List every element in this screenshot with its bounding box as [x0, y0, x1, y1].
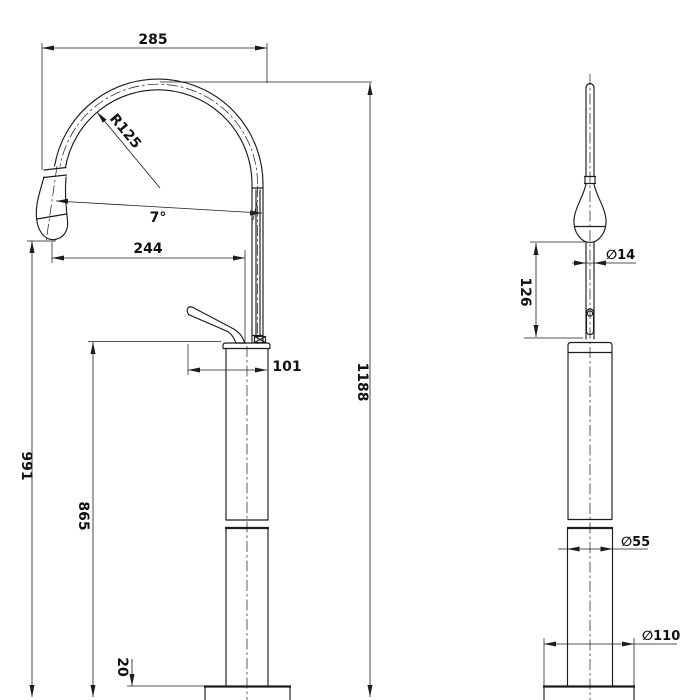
front-spray-head	[573, 82, 607, 244]
dim-spout-angle-label: 7°	[150, 210, 167, 226]
spray-head	[35, 165, 69, 243]
dim-handspray-length-label: 126	[517, 277, 533, 306]
dim-overall-height-label: 1188	[354, 363, 370, 402]
hose-connector-detail	[585, 308, 595, 336]
dim-base-diameter: ∅110	[543, 629, 680, 686]
front-body	[566, 341, 614, 687]
handle-lever	[186, 306, 246, 344]
dim-column-diameter-label: ∅55	[621, 535, 650, 550]
dim-handspray-diameter-label: ∅14	[606, 248, 635, 263]
faucet-body	[222, 335, 271, 700]
dim-overall-height: 1188	[160, 81, 373, 697]
dim-handspray-length: 126	[517, 241, 585, 339]
dim-handspray-diameter: ∅14	[572, 248, 636, 266]
dim-overall-width-label: 285	[138, 32, 167, 48]
front-spray-hose	[585, 241, 595, 340]
dim-column-diameter: ∅55	[558, 535, 650, 552]
dim-spout-angle: 7°	[55, 198, 263, 226]
dim-spout-reach: 244	[51, 241, 246, 344]
base-plate-side	[204, 685, 291, 700]
dim-outlet-height-label: 991	[18, 451, 34, 480]
front-view: ∅14 126 ∅55 ∅110	[517, 74, 680, 700]
dim-body-depth-label: 101	[272, 359, 301, 375]
spout-centerline	[59, 83, 258, 185]
dim-base-thickness-label: 20	[114, 657, 130, 677]
dim-overall-width: 285	[41, 32, 268, 170]
dim-outlet-height: 991	[18, 240, 56, 697]
dim-body-height-label: 865	[75, 501, 91, 530]
side-view: 285 R125 7° 244	[18, 32, 373, 700]
spray-head-centerline	[45, 165, 58, 243]
dim-body-depth: 101	[187, 344, 302, 375]
dim-body-height: 865	[75, 341, 221, 697]
valve-detail	[253, 335, 267, 344]
dim-spout-radius: R125	[96, 111, 161, 189]
dim-base-diameter-label: ∅110	[642, 629, 680, 644]
base-plate-front	[543, 685, 635, 700]
dim-base-thickness: 20	[114, 657, 205, 687]
dim-spout-reach-label: 244	[133, 241, 162, 257]
